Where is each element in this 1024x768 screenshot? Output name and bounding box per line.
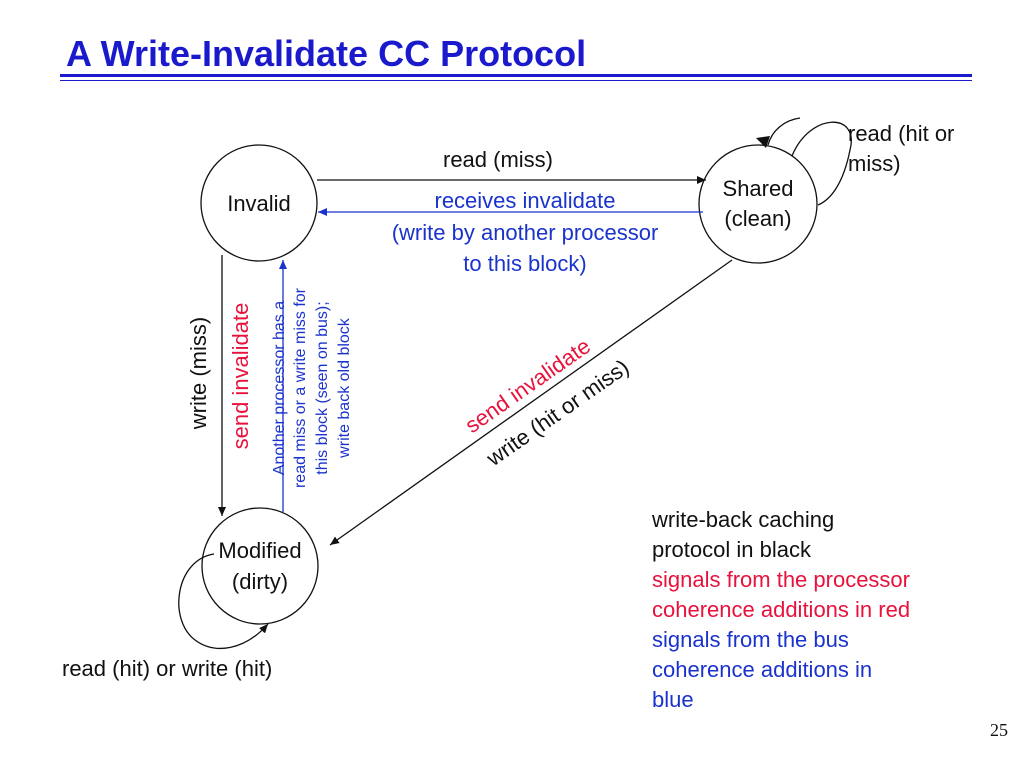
label-receives-invalidate: receives invalidate <box>434 188 616 213</box>
state-shared-label-line2: (clean) <box>724 206 792 231</box>
label-bus-note-1: Another processor has a <box>271 300 288 476</box>
label-read-miss: read (miss) <box>443 147 554 172</box>
page-number: 25 <box>990 720 1008 740</box>
label-send-invalidate-vertical: send invalidate <box>228 302 253 450</box>
slide-title: A Write-Invalidate CC Protocol <box>66 33 587 74</box>
label-write-by-another-1: (write by another processor <box>391 220 659 245</box>
legend: write-back caching protocol in black sig… <box>652 505 910 715</box>
state-invalid <box>200 144 318 262</box>
label-write-miss: write (miss) <box>186 316 211 430</box>
legend-line-5: signals from the bus <box>652 627 849 652</box>
state-invalid-label: Invalid <box>227 191 291 216</box>
loop-shared-entry <box>767 117 801 146</box>
label-write-by-another-2: to this block) <box>463 251 587 276</box>
legend-line-7: blue <box>652 687 694 712</box>
legend-line-1: write-back caching <box>652 507 835 532</box>
label-bus-note-4: write back old block <box>336 318 353 458</box>
state-modified-label-line2: (dirty) <box>231 569 289 594</box>
loop-shared-self <box>791 121 852 206</box>
label-modified-self: read (hit) or write (hit) <box>62 656 273 681</box>
legend-line-4: coherence additions in red <box>652 597 911 622</box>
state-modified-label-line1: Modified <box>218 538 302 563</box>
title-underline <box>60 74 972 77</box>
legend-line-6: coherence additions in <box>652 657 873 682</box>
legend-line-3: signals from the processor <box>652 567 910 592</box>
arrow-shared-to-modified <box>329 259 733 546</box>
state-shared-label-line1: Shared <box>722 176 794 201</box>
state-shared <box>698 144 818 264</box>
label-shared-self-2: miss) <box>848 151 901 176</box>
loop-shared-arrowhead <box>756 136 770 148</box>
label-bus-note-2: read miss or a write miss for <box>292 287 309 489</box>
legend-line-2: protocol in black <box>652 537 811 562</box>
loop-modified-self <box>178 553 269 649</box>
state-modified <box>201 507 319 625</box>
title-underline-thin <box>60 80 972 81</box>
label-bus-note-3: this block (seen on bus); <box>314 301 331 475</box>
label-shared-self-1: read (hit or <box>848 121 955 146</box>
